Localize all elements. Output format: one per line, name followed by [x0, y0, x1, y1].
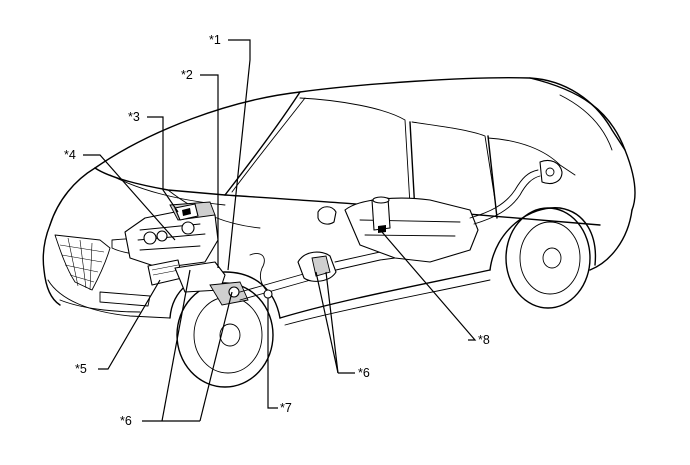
- leader-lines: [83, 39, 477, 422]
- callout-4: *4: [64, 148, 76, 162]
- callout-6-left: *6: [120, 414, 132, 428]
- callout-1: *1: [209, 33, 221, 47]
- engine-assembly: [124, 201, 249, 306]
- callout-8: *8: [478, 333, 490, 347]
- fuel-system: [344, 159, 563, 263]
- callout-5: *5: [75, 362, 87, 376]
- callout-labels: *1 *2 *3 *4 *5 *6 *6 *7 *8: [64, 33, 490, 428]
- callout-3: *3: [128, 110, 140, 124]
- rear-wheel: [505, 207, 591, 309]
- callout-6-right: *6: [358, 366, 370, 380]
- car-body: [42, 76, 636, 326]
- callout-7: *7: [280, 401, 292, 415]
- callout-2: *2: [181, 68, 193, 82]
